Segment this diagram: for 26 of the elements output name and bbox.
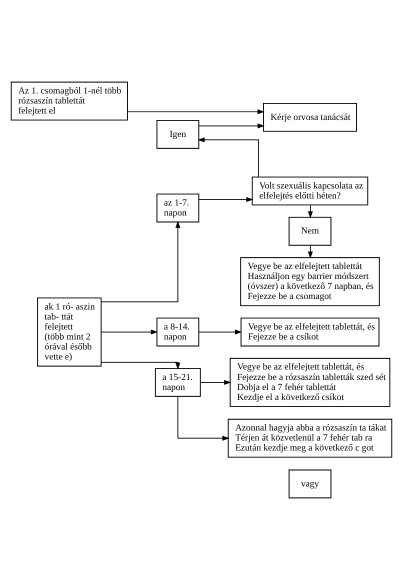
node-box: Nem <box>288 216 332 246</box>
node-box: Vegye be az elfelejtett tablettát Használjon egy barrier módszert (óvszer) a következő 7 napban, és Fejezze be a csomagot <box>240 256 380 306</box>
arrow <box>100 329 158 334</box>
arrow <box>127 108 265 114</box>
node-box: Kérje orvosa tanácsát <box>263 102 357 132</box>
arrow <box>200 379 232 384</box>
node-box: Igen <box>156 120 200 148</box>
node-box: az 1-7. napon <box>156 193 200 222</box>
node-box: a 15-21. napon <box>154 368 201 396</box>
arrow <box>198 329 242 334</box>
node-box: Vegye be az elfelejtett tablettát, és Fejezze be a rózsaszín tabletták szed sét Dobja el a 7 fehér tablettát Kezdje el a következő csíkot <box>230 357 390 406</box>
node-box: Volt szexuális kapcsolata az elfelejtés előtti héten? <box>252 176 368 205</box>
arrow <box>198 122 265 128</box>
node-box: a 8-14. napon <box>156 317 200 346</box>
node-box: Azonnal hagyja abba a rózsaszín ta tákat Térjen át közvetlenül a 7 fehér tab ra Ezután kezdje meg a következő c got <box>228 418 392 458</box>
arrow <box>198 136 259 177</box>
arrow <box>100 361 180 370</box>
arrow <box>198 196 254 202</box>
arrow <box>308 204 313 218</box>
node-box: Az 1. csomagból 1-nél több rózsaszín tablettát felejtett el <box>10 81 128 120</box>
node-box: ak 1 ró- aszin tab- ttát felejtett (több mint 2 órával ésőbb vette e) <box>37 296 102 366</box>
node-box: vagy <box>288 469 332 498</box>
arrow <box>100 220 180 302</box>
arrow <box>308 244 313 258</box>
node-box: Vegye be az elfelejtett tablettát, és Fejezze be a csíkot <box>240 317 380 346</box>
arrow <box>177 396 230 440</box>
